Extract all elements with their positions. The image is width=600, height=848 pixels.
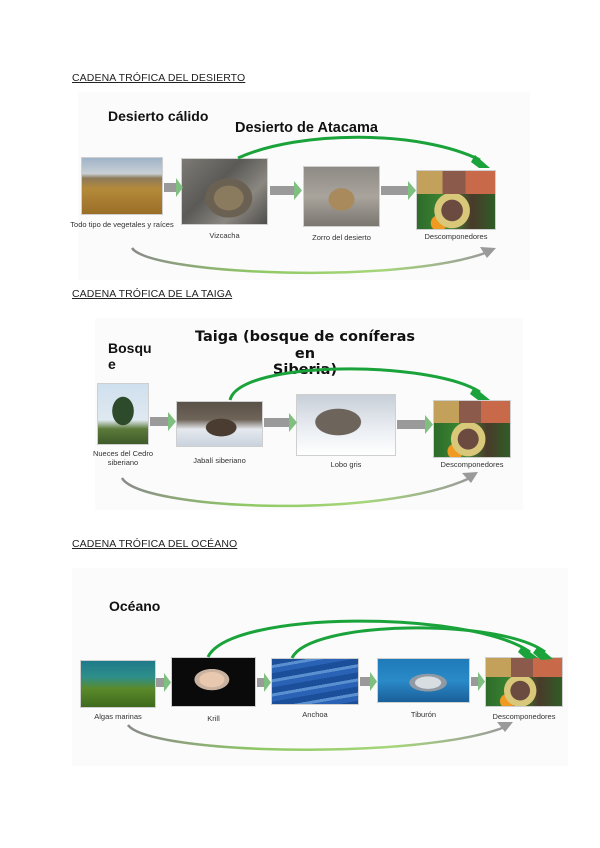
node-label: Todo tipo de vegetales y raíces — [70, 220, 174, 229]
node-algae: Algas marinas — [80, 660, 156, 721]
diagram-title-line: Siberia) — [272, 362, 338, 379]
diagram-title-line: Taiga (bosque de coníferas en — [195, 329, 415, 362]
section-heading: CADENA TRÓFICA DEL DESIERTO — [72, 72, 246, 84]
diagram-subtitle-line: e — [108, 356, 116, 373]
node-decomposers: Descomponedores — [416, 170, 496, 241]
node-label: Krill — [207, 714, 220, 723]
node-label: Anchoa — [302, 710, 328, 719]
wild-boar-image — [176, 401, 263, 447]
section-heading: CADENA TRÓFICA DE LA TAIGA — [72, 288, 233, 300]
krill-image — [171, 657, 256, 707]
anchovy-image — [271, 658, 359, 705]
diagram-title: Taiga (bosque de coníferas en Siberia) — [190, 329, 420, 379]
node-label: Lobo gris — [330, 460, 362, 469]
desert-fox-image — [303, 166, 380, 227]
node-fox: Zorro del desierto — [303, 166, 380, 242]
node-label: Descomponedores — [440, 460, 504, 469]
node-label: Zorro del desierto — [312, 233, 371, 242]
desert-plains-image — [81, 157, 163, 215]
node-label: Nueces del Cedro siberiano — [77, 449, 169, 468]
diagram-subtitle: Océano — [109, 598, 161, 614]
node-label: Descomponedores — [492, 712, 556, 721]
node-label-line: siberiano — [107, 458, 139, 468]
node-label: Algas marinas — [94, 712, 142, 721]
node-decomposers: Descomponedores — [485, 657, 563, 721]
node-wolf: Lobo gris — [296, 394, 396, 469]
siberian-cedar-image — [97, 383, 149, 445]
node-decomposers: Descomponedores — [433, 400, 511, 469]
node-boar: Jabalí siberiano — [176, 401, 263, 465]
vizcacha-image — [181, 158, 268, 225]
diagram-subtitle: Bosqu e — [108, 340, 152, 372]
node-label: Vizcacha — [209, 231, 240, 240]
node-label: Tiburón — [410, 710, 437, 719]
seaweed-image — [80, 660, 156, 708]
node-vegetation: Todo tipo de vegetales y raíces — [70, 157, 174, 229]
decomposers-image — [416, 170, 496, 230]
decomposers-image — [433, 400, 511, 458]
diagram-title: Desierto de Atacama — [235, 120, 378, 136]
node-vizcacha: Vizcacha — [181, 158, 268, 240]
node-label-line: Nueces del Cedro — [92, 449, 154, 458]
diagram-subtitle-line: Bosqu — [108, 340, 152, 356]
section-heading: CADENA TRÓFICA DEL OCÉANO — [72, 538, 238, 550]
node-krill: Krill — [171, 657, 256, 723]
node-label: Descomponedores — [424, 232, 488, 241]
node-cedar: Nueces del Cedro siberiano — [93, 383, 153, 467]
node-label: Jabalí siberiano — [193, 456, 246, 465]
node-anchovy: Anchoa — [271, 658, 359, 719]
decomposers-image — [485, 657, 563, 707]
gray-wolf-image — [296, 394, 396, 456]
node-shark: Tiburón — [377, 658, 470, 719]
diagram-subtitle: Desierto cálido — [108, 108, 209, 124]
shark-image — [377, 658, 470, 703]
